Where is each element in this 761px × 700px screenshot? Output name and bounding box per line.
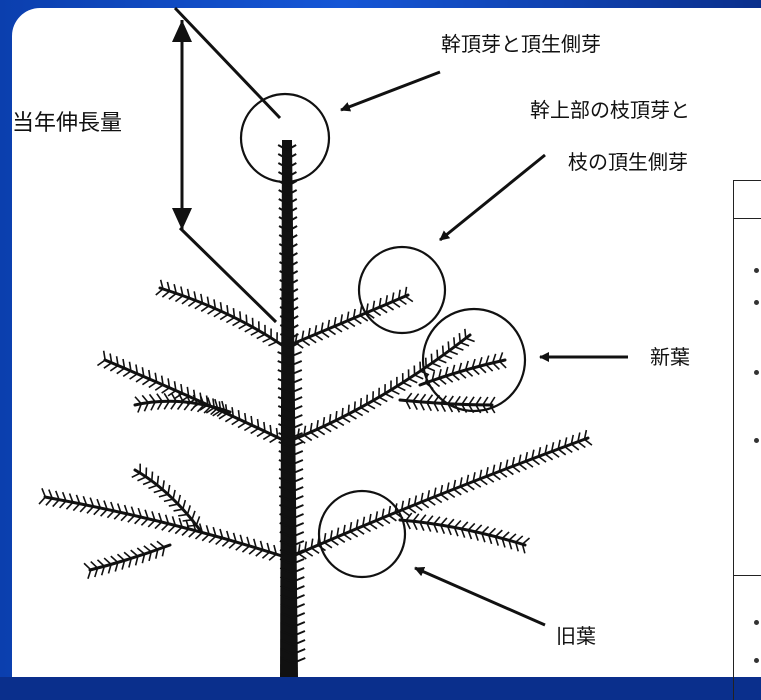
circle-branch-buds (359, 247, 445, 333)
branch-low-right (293, 438, 588, 556)
table-line (734, 180, 761, 181)
table-bullet (754, 268, 759, 273)
label-branch-buds-line2: 枝の頂生側芽 (568, 152, 688, 172)
side-table-fragment (733, 180, 761, 700)
label-old-leaves: 旧葉 (556, 626, 596, 646)
label-new-leaves: 新葉 (650, 347, 690, 367)
arrow-terminal-buds (341, 72, 440, 110)
table-bullet (754, 620, 759, 625)
table-bullet (754, 300, 759, 305)
label-terminal-buds: 幹頂芽と頂生側芽 (441, 34, 601, 54)
label-annual-growth: 当年伸長量 (12, 113, 122, 135)
table-line (734, 575, 761, 576)
label-branch-buds-line1: 幹上部の枝頂芽と (530, 100, 690, 120)
growth-guide-top (175, 8, 280, 118)
arrow-branch-buds (440, 155, 545, 240)
table-line (734, 218, 761, 219)
table-bullet (754, 438, 759, 443)
growth-arrowhead-bottom (172, 208, 192, 230)
arrow-old-leaves (415, 568, 545, 625)
branch-upper-left (160, 288, 282, 345)
branch-upper-right (290, 295, 408, 345)
table-bullet (754, 658, 759, 663)
table-bullet (754, 370, 759, 375)
